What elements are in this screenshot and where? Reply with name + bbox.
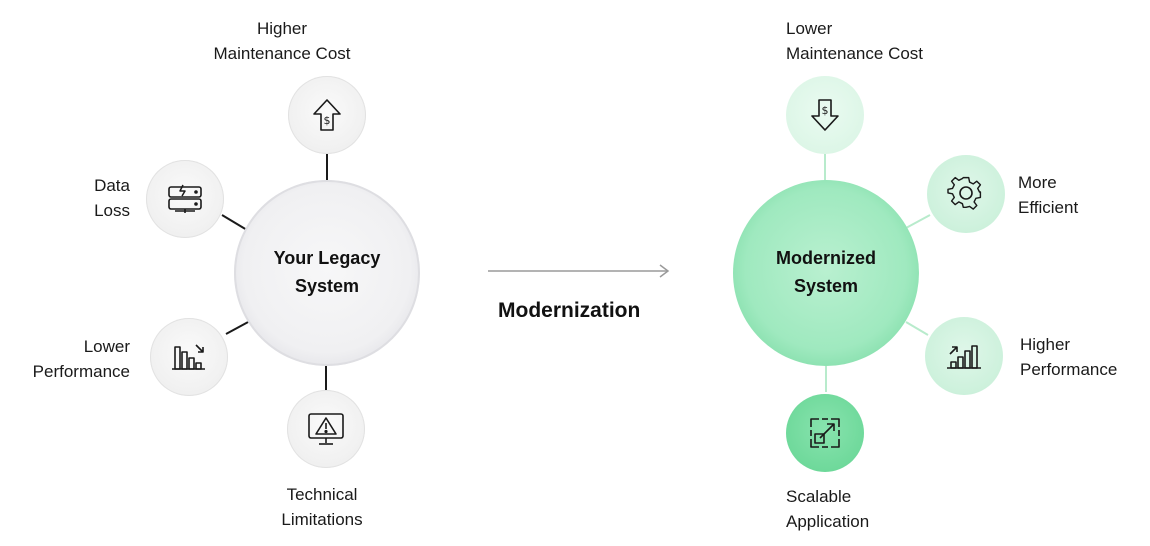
legacy-top-node: $ [288,76,366,154]
legacy-system-title: Your Legacy System [273,248,381,296]
modern-efficient-label: More Efficient [1018,173,1079,217]
svg-text:$: $ [822,104,829,117]
gear-icon [947,176,982,210]
svg-text:$: $ [324,114,331,127]
arrow-right-icon [488,264,670,278]
dollar-up-arrow-icon: $ [313,99,341,131]
legacy-performance-node [150,318,228,396]
modernized-system-circle [733,180,919,366]
legacy-limitations-node [287,390,365,468]
server-lightning-icon [168,184,202,213]
legacy-connector-performance [225,320,251,335]
legacy-data-loss-label: Data Loss [94,176,130,220]
expand-arrows-icon [810,418,840,448]
modern-top-node: $ [786,76,864,154]
dollar-down-arrow-icon: $ [811,99,839,131]
bar-chart-up-icon [947,345,981,369]
monitor-warning-icon [308,413,344,445]
legacy-connector-data-loss [221,214,248,231]
modern-scalable-node [786,394,864,472]
bar-chart-down-icon [172,344,205,370]
modern-top-label: Lower Maintenance Cost [786,19,924,63]
legacy-limitations-label: Technical Limitations [281,485,363,529]
modern-performance-label: Higher Performance [1020,335,1118,379]
modernization-label: Modernization [498,299,641,322]
modern-efficient-node [927,155,1005,233]
legacy-system-circle [234,180,420,366]
modern-performance-node [925,317,1003,395]
modernized-system-title: Modernized System [775,248,876,296]
modern-connector-performance [905,321,929,336]
legacy-performance-label: Lower Performance [32,337,130,381]
modern-scalable-label: Scalable Application [786,487,870,531]
legacy-top-label: Higher Maintenance Cost [213,19,351,63]
legacy-data-loss-node [146,160,224,238]
modern-connector-efficient [905,214,931,229]
